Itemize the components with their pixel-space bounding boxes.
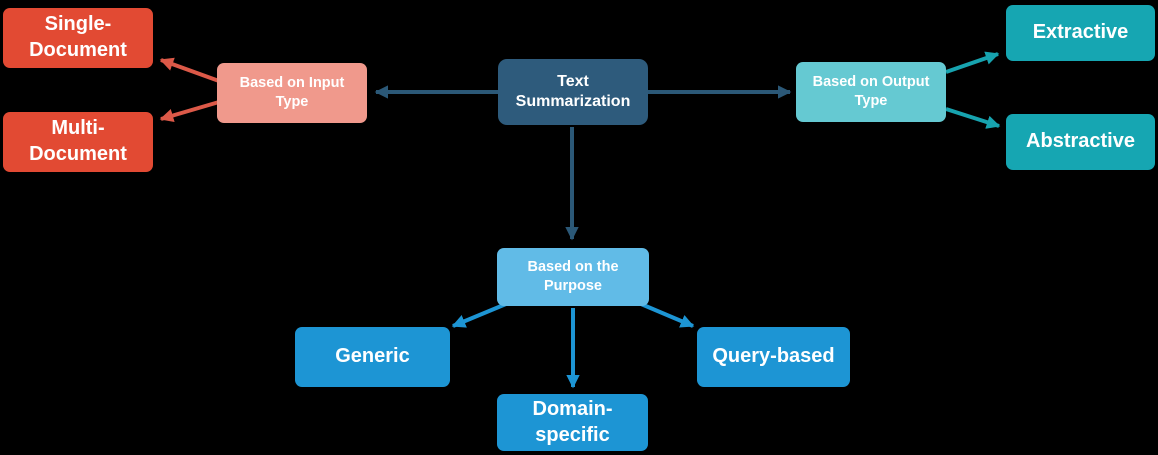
edge-purpose-to-generic <box>451 302 507 328</box>
edge-output-type-to-abstractive <box>945 107 1001 129</box>
node-based-on-output-type: Based on Output Type <box>796 62 946 122</box>
node-query-based: Query-based <box>697 327 850 387</box>
node-abstractive: Abstractive <box>1006 114 1155 170</box>
node-domain-specific: Domain- specific <box>497 394 648 451</box>
edge-input-type-to-multi-document <box>159 100 220 123</box>
node-multi-document: Multi- Document <box>3 112 153 172</box>
edge-purpose-to-query-based <box>640 302 695 328</box>
node-text-summarization: Text Summarization <box>498 59 648 125</box>
node-single-document: Single- Document <box>3 8 153 68</box>
node-extractive: Extractive <box>1006 5 1155 61</box>
edge-output-type-to-extractive <box>945 51 1000 74</box>
edge-input-type-to-single-document <box>159 57 220 83</box>
node-generic: Generic <box>295 327 450 387</box>
node-based-on-input-type: Based on Input Type <box>217 63 367 123</box>
node-based-on-the-purpose: Based on the Purpose <box>497 248 649 306</box>
